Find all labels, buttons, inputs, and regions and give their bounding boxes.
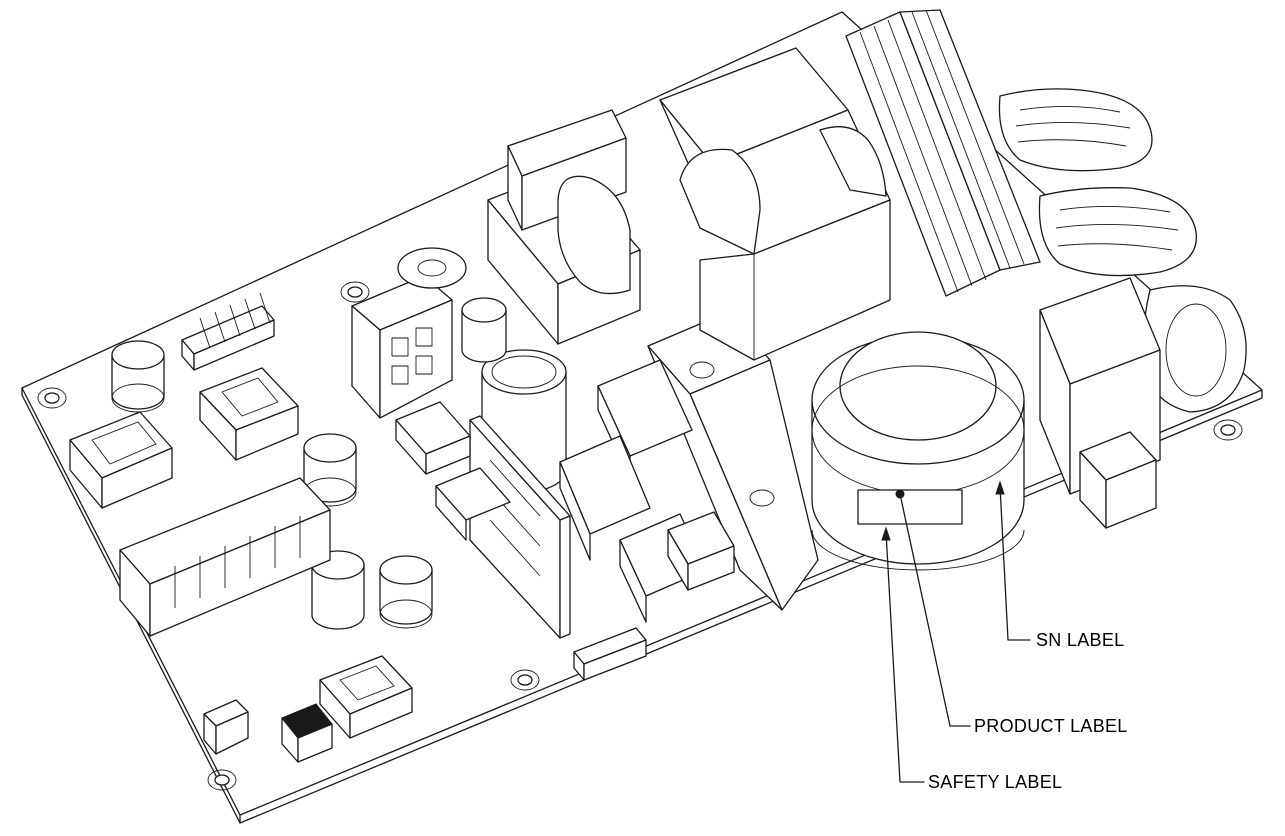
bottom-inductor xyxy=(319,655,413,739)
main-transformer xyxy=(659,47,891,361)
output-connector xyxy=(119,477,331,637)
mounting-holes xyxy=(37,281,1243,791)
bottom-connector xyxy=(203,699,249,755)
leader-sn-label xyxy=(999,485,1031,641)
mounting-hole xyxy=(37,387,67,409)
product-label-sticker xyxy=(857,489,963,525)
pin-header xyxy=(181,292,275,371)
input-connector xyxy=(1079,431,1157,529)
leader-product-label xyxy=(899,493,971,727)
sn-label-callout: SN LABEL xyxy=(1036,630,1124,650)
aux-transformer-left xyxy=(69,411,173,509)
pfc-inductor xyxy=(487,109,641,345)
ferrite-ring xyxy=(397,247,467,289)
bottom-ic xyxy=(281,703,333,763)
output-inductor xyxy=(998,88,1153,172)
arrowhead-safety xyxy=(881,526,891,541)
mounting-hole xyxy=(510,669,540,691)
heatsink-fins xyxy=(845,9,1041,297)
leader-lines xyxy=(881,480,1031,783)
aux-transformer-center xyxy=(199,367,299,461)
mounting-hole xyxy=(207,769,237,791)
electrolytic-capacitor xyxy=(111,340,165,413)
product-label-callout: PRODUCT LABEL xyxy=(974,716,1128,736)
output-inductor xyxy=(1038,187,1197,277)
safety-label-callout: SAFETY LABEL xyxy=(928,772,1062,792)
mounting-hole xyxy=(1213,419,1243,441)
fuse xyxy=(573,627,647,681)
power-device xyxy=(559,435,651,561)
terminal-block xyxy=(351,275,453,419)
pin-strip xyxy=(395,401,511,541)
electrolytic-capacitor xyxy=(303,433,357,507)
large-capacitor xyxy=(811,331,1025,571)
control-daughterboard xyxy=(469,415,571,639)
mounting-hole xyxy=(340,281,370,303)
leader-safety-label xyxy=(885,531,925,783)
electrolytic-capacitor xyxy=(379,555,433,629)
ic-package xyxy=(667,511,735,591)
arrowhead-sn xyxy=(995,480,1005,495)
small-capacitor xyxy=(461,297,507,363)
